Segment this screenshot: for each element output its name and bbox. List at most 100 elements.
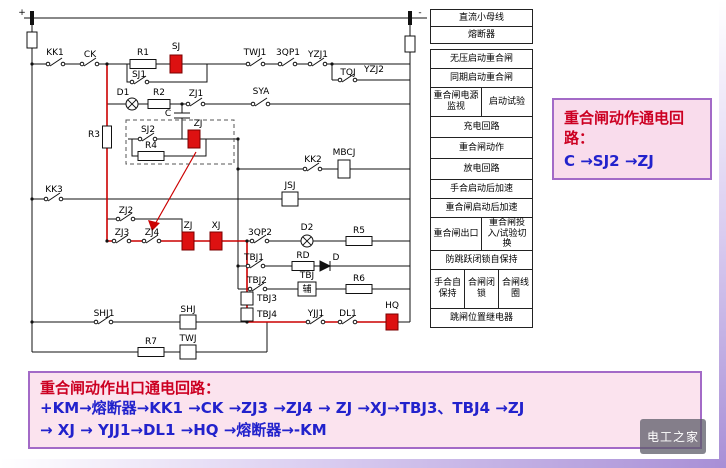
- legend-row: 跳闸位置继电器: [430, 308, 533, 328]
- side-note: 重合闸动作通电回路： C →SJ2 →ZJ: [552, 98, 712, 180]
- component-label: R4: [145, 141, 157, 151]
- legend-cell: 充电回路: [463, 121, 500, 132]
- component-label: YZJ1: [307, 50, 328, 60]
- legend-cell: 重合闸动作: [458, 142, 504, 153]
- component-label: C: [165, 109, 171, 119]
- component-label: TBJ4: [256, 310, 277, 320]
- component-label: 3QP1: [276, 48, 300, 58]
- component-label: TWJ: [178, 334, 196, 344]
- legend-cell: 合闸线圈: [498, 270, 532, 308]
- component-label: HQ: [385, 301, 399, 311]
- component-label: JSJ: [283, 181, 295, 191]
- component-label: RD: [296, 251, 309, 261]
- component-label: SHJ: [180, 305, 195, 315]
- component-label: KK1: [46, 48, 64, 58]
- contact-symbol: [337, 73, 358, 83]
- fuse-symbols: [26, 31, 416, 53]
- legend-cell: 跳闸位置继电器: [449, 312, 513, 323]
- legend-cell: 手合启动后加速: [449, 183, 513, 194]
- contact-symbol: [245, 259, 266, 269]
- right-gradient-strip: [719, 0, 726, 468]
- component-label: -: [418, 8, 421, 18]
- contact-symbol: [247, 282, 268, 292]
- component-label: R7: [145, 337, 157, 347]
- component-label: R2: [153, 88, 165, 98]
- contact-symbol: [93, 315, 114, 325]
- component-label: TBJ1: [243, 253, 264, 263]
- legend-cell: 手合自保持: [433, 278, 461, 299]
- contact-symbol: [305, 315, 326, 325]
- component-label: SJ2: [141, 125, 155, 135]
- lamp-symbols: [125, 97, 314, 248]
- bottom-note-title: 重合闸动作出口通电回路：: [40, 379, 221, 397]
- contact-symbol: [79, 57, 100, 67]
- legend-row: 放电回路: [430, 158, 533, 180]
- component-label: SYA: [253, 87, 271, 97]
- component-label: R3: [88, 130, 100, 140]
- component-label: D: [333, 253, 340, 263]
- legend-cell: 熔断器: [467, 29, 495, 40]
- contact-symbols: [43, 57, 358, 325]
- legend-row: 手合启动后加速: [430, 179, 533, 199]
- contact-symbol: [115, 212, 136, 222]
- component-label: MBCJ: [333, 148, 356, 158]
- component-label: SJ1: [132, 70, 146, 80]
- legend-row: 重合闸启动后加速: [430, 198, 533, 218]
- legend-column: 直流小母线熔断器无压启动重合闸同期启动重合闸重合闸电源监视启动试验充电回路重合闸…: [430, 9, 533, 328]
- legend-row: 熔断器: [430, 26, 533, 44]
- contact-symbol: [137, 132, 158, 142]
- contact-symbol: [337, 315, 358, 325]
- legend-cell: 无压启动重合闸: [449, 53, 513, 64]
- red-relay-coils: [169, 54, 399, 331]
- legend-cell: 重合闸电源监视: [433, 91, 479, 112]
- legend-cell: 防跳跃闭锁自保持: [445, 254, 518, 265]
- legend-cell: 同期启动重合闸: [449, 72, 513, 83]
- component-label: YJJ1: [307, 309, 325, 319]
- legend-row: 无压启动重合闸: [430, 49, 533, 69]
- contact-symbol: [277, 57, 298, 67]
- component-label: TWJ1: [243, 48, 267, 58]
- legend-cell: 重合闸投入/试验切换: [481, 218, 532, 250]
- bottom-gradient-strip: [0, 459, 726, 468]
- component-label: YZJ2: [363, 65, 384, 75]
- component-label: DL1: [339, 309, 357, 319]
- component-label: ZJ: [184, 221, 193, 231]
- component-label: KK3: [45, 185, 63, 195]
- contact-symbol: [307, 57, 328, 67]
- component-label: KK2: [304, 155, 322, 165]
- legend-cell: 重合闸启动后加速: [445, 202, 518, 213]
- charging-dashed-box: [125, 119, 235, 165]
- bottom-note-line2: → XJ → YJJ1→DL1 →HQ →熔断器→-KM: [40, 421, 327, 439]
- legend-cell: 放电回路: [463, 163, 500, 174]
- legend-row: 充电回路: [430, 116, 533, 138]
- capacitor-symbol: [174, 112, 190, 119]
- side-note-title: 重合闸动作通电回路：: [564, 109, 685, 148]
- side-note-formula: C →SJ2 →ZJ: [564, 151, 654, 170]
- contact-symbol: [250, 97, 271, 107]
- component-label: TBJ3: [256, 294, 277, 304]
- contact-symbol: [141, 234, 162, 244]
- component-label: ZJ1: [189, 89, 204, 99]
- legend-row: 重合闸出口重合闸投入/试验切换: [430, 217, 533, 251]
- contact-symbol: [245, 57, 266, 67]
- legend-row: 直流小母线: [430, 9, 533, 27]
- component-label: ZJ: [194, 119, 203, 129]
- legend-cell: 直流小母线: [458, 12, 504, 23]
- component-label: TBJ: [299, 271, 314, 281]
- component-label: +: [18, 8, 26, 18]
- legend-cell: 启动试验: [481, 88, 532, 116]
- component-label: SJ: [172, 42, 180, 52]
- legend-row: 重合闸电源监视启动试验: [430, 87, 533, 117]
- component-label: CK: [84, 50, 97, 60]
- resistor-and-coil-boxes: [102, 59, 373, 360]
- legend-cell: 合闸闭锁: [464, 270, 498, 308]
- bottom-note-line1: +KM→熔断器→KK1 →CK →ZJ3 →ZJ4 → ZJ →XJ→TBJ3、…: [40, 399, 525, 418]
- contact-symbol: [45, 57, 66, 67]
- component-label: SHJ1: [94, 309, 115, 319]
- junction-dots: [30, 62, 334, 324]
- contact-symbol: [111, 234, 132, 244]
- watermark-logo: 电工之家: [639, 419, 706, 454]
- contact-symbol: [43, 192, 64, 202]
